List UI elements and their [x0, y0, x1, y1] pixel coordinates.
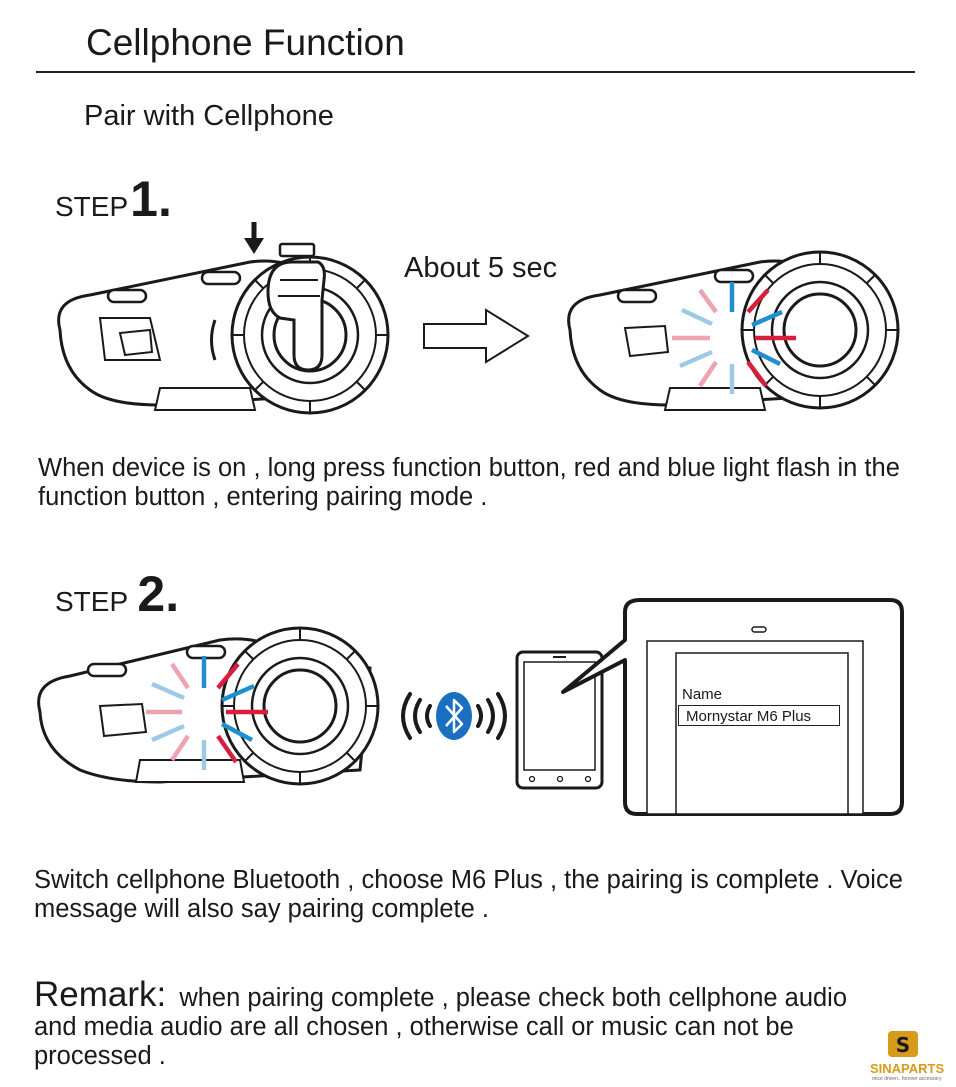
duration-label: About 5 sec: [404, 252, 558, 284]
bluetooth-icon: [436, 692, 472, 740]
step-1-label: STEP: [55, 191, 129, 222]
headset-step2-flashing: [37, 626, 380, 786]
step-1-heading: STEP1.: [55, 170, 172, 228]
remark-paragraph: Remark: when pairing complete , please c…: [34, 977, 894, 1071]
step-2-heading: STEP 2.: [55, 565, 179, 623]
signal-waves-icon: [401, 692, 507, 740]
remark-text: when pairing complete , please check bot…: [34, 984, 848, 1070]
page-title: Cellphone Function: [86, 22, 405, 63]
step-1-description: When device is on , long press function …: [38, 454, 900, 511]
title-divider: [36, 71, 915, 73]
headset-step1-right-flashing: [567, 250, 900, 411]
step-1-number: 1.: [130, 171, 172, 227]
zoomed-phone-screen: [561, 598, 904, 816]
remark-heading: Remark:: [34, 975, 167, 1014]
sinaparts-logo-icon: S: [888, 1031, 918, 1057]
section-subtitle: Pair with Cellphone: [84, 100, 334, 132]
step-2-label: STEP: [55, 586, 128, 617]
smartphone-icon: [515, 650, 604, 790]
logo-tagline: once driven.. forever accessory: [872, 1076, 942, 1082]
screen-name-label: Name: [682, 686, 723, 703]
headset-step1-left: [57, 255, 390, 415]
svg-text:S: S: [896, 1033, 910, 1057]
screen-device-name: Mornystar M6 Plus: [678, 705, 840, 726]
hollow-right-arrow-icon: [423, 308, 530, 364]
press-down-arrow-icon: [244, 222, 264, 254]
pressing-finger-icon: [266, 242, 326, 372]
logo-wordmark: SINAPARTS: [870, 1061, 945, 1076]
step-2-description: Switch cellphone Bluetooth , choose M6 P…: [34, 866, 903, 923]
step-2-number: 2.: [137, 566, 180, 622]
